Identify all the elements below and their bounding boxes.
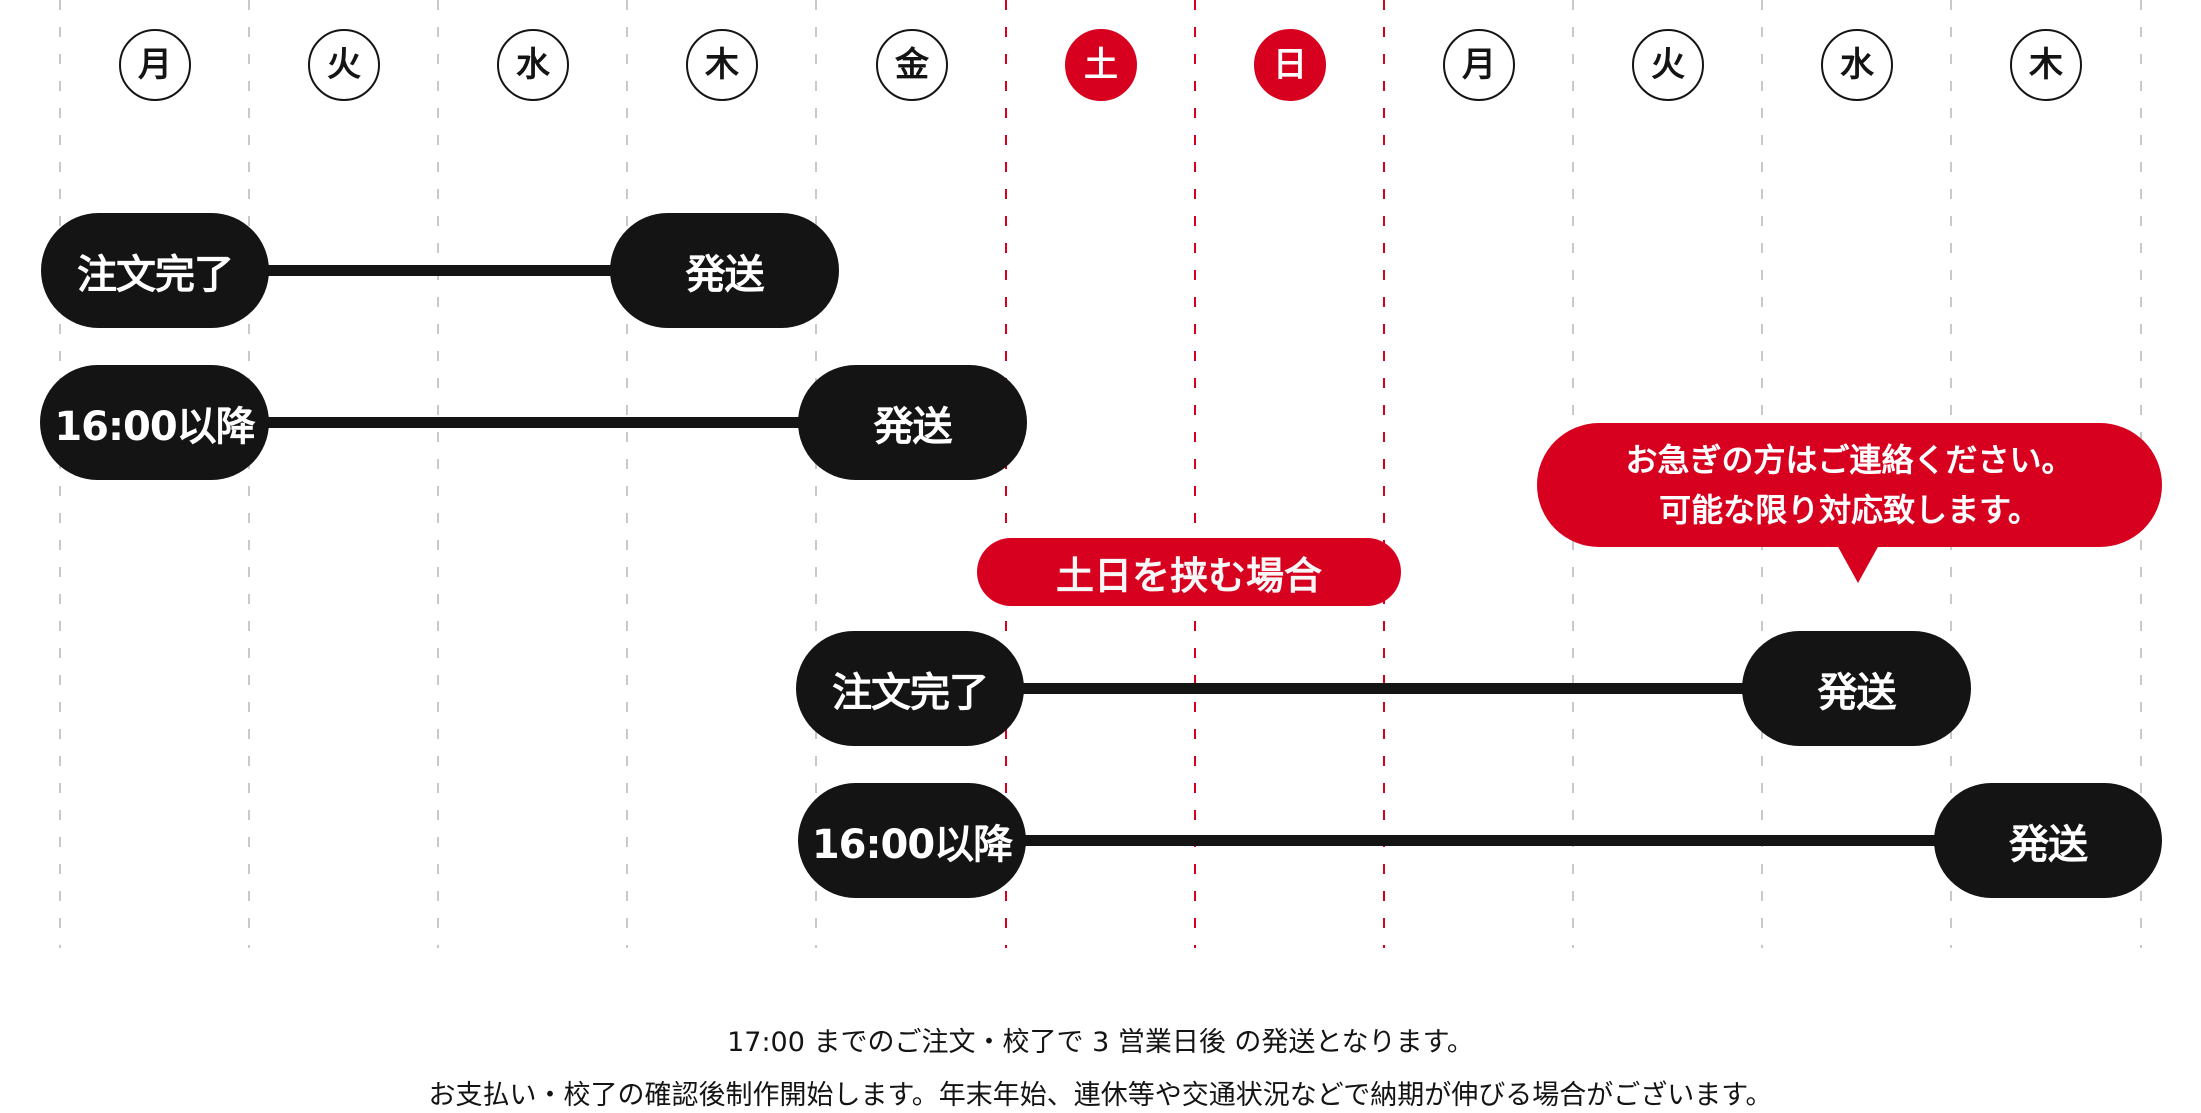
timeline-connector	[900, 835, 2050, 846]
day-badge-sun: 日	[1254, 29, 1326, 101]
day-divider	[437, 0, 439, 948]
day-divider	[248, 0, 250, 948]
order-complete-pill: 注文完了	[41, 213, 269, 328]
callout-bubble: お急ぎの方はご連絡ください。 可能な限り対応致します。	[1537, 423, 2162, 547]
day-badge-wed: 水	[1821, 29, 1893, 101]
timeline-connector	[900, 683, 1850, 694]
weekend-divider	[1005, 0, 1007, 948]
callout-pointer	[1837, 545, 1879, 583]
timeline-connector	[150, 417, 850, 428]
day-badge-mon: 月	[119, 29, 191, 101]
order-complete-pill: 注文完了	[796, 631, 1024, 746]
ship-pill: 発送	[610, 213, 839, 328]
day-badge-fri: 金	[876, 29, 948, 101]
ship-pill: 発送	[1742, 631, 1971, 746]
day-divider	[59, 0, 61, 948]
day-badge-mon: 月	[1443, 29, 1515, 101]
day-divider	[626, 0, 628, 948]
weekend-divider	[1383, 0, 1385, 948]
weekend-divider	[1194, 0, 1196, 948]
note-disclaimer: お支払い・校了の確認後制作開始します。年末年始、連休等や交通状況などで納期が伸び…	[428, 1080, 1773, 1111]
note-cutoff: 17:00 までのご注文・校了で 3 営業日後 の発送となります。	[727, 1027, 1474, 1058]
ship-pill: 発送	[1934, 783, 2162, 898]
day-badge-wed: 水	[497, 29, 569, 101]
day-divider	[815, 0, 817, 948]
ship-pill: 発送	[798, 365, 1027, 480]
after-1600-pill: 16:00以降	[798, 783, 1026, 898]
day-badge-thu: 木	[686, 29, 758, 101]
timeline-connector	[150, 265, 670, 276]
callout-line-2: 可能な限り対応致します。	[1659, 491, 2040, 529]
day-badge-tue: 火	[308, 29, 380, 101]
day-badge-tue: 火	[1632, 29, 1704, 101]
callout-line-1: お急ぎの方はご連絡ください。	[1625, 441, 2074, 479]
day-badge-sat: 土	[1065, 29, 1137, 101]
day-badge-thu: 木	[2010, 29, 2082, 101]
weekend-case-tag: 土日を挟む場合	[977, 538, 1401, 606]
after-1600-pill: 16:00以降	[40, 365, 269, 480]
